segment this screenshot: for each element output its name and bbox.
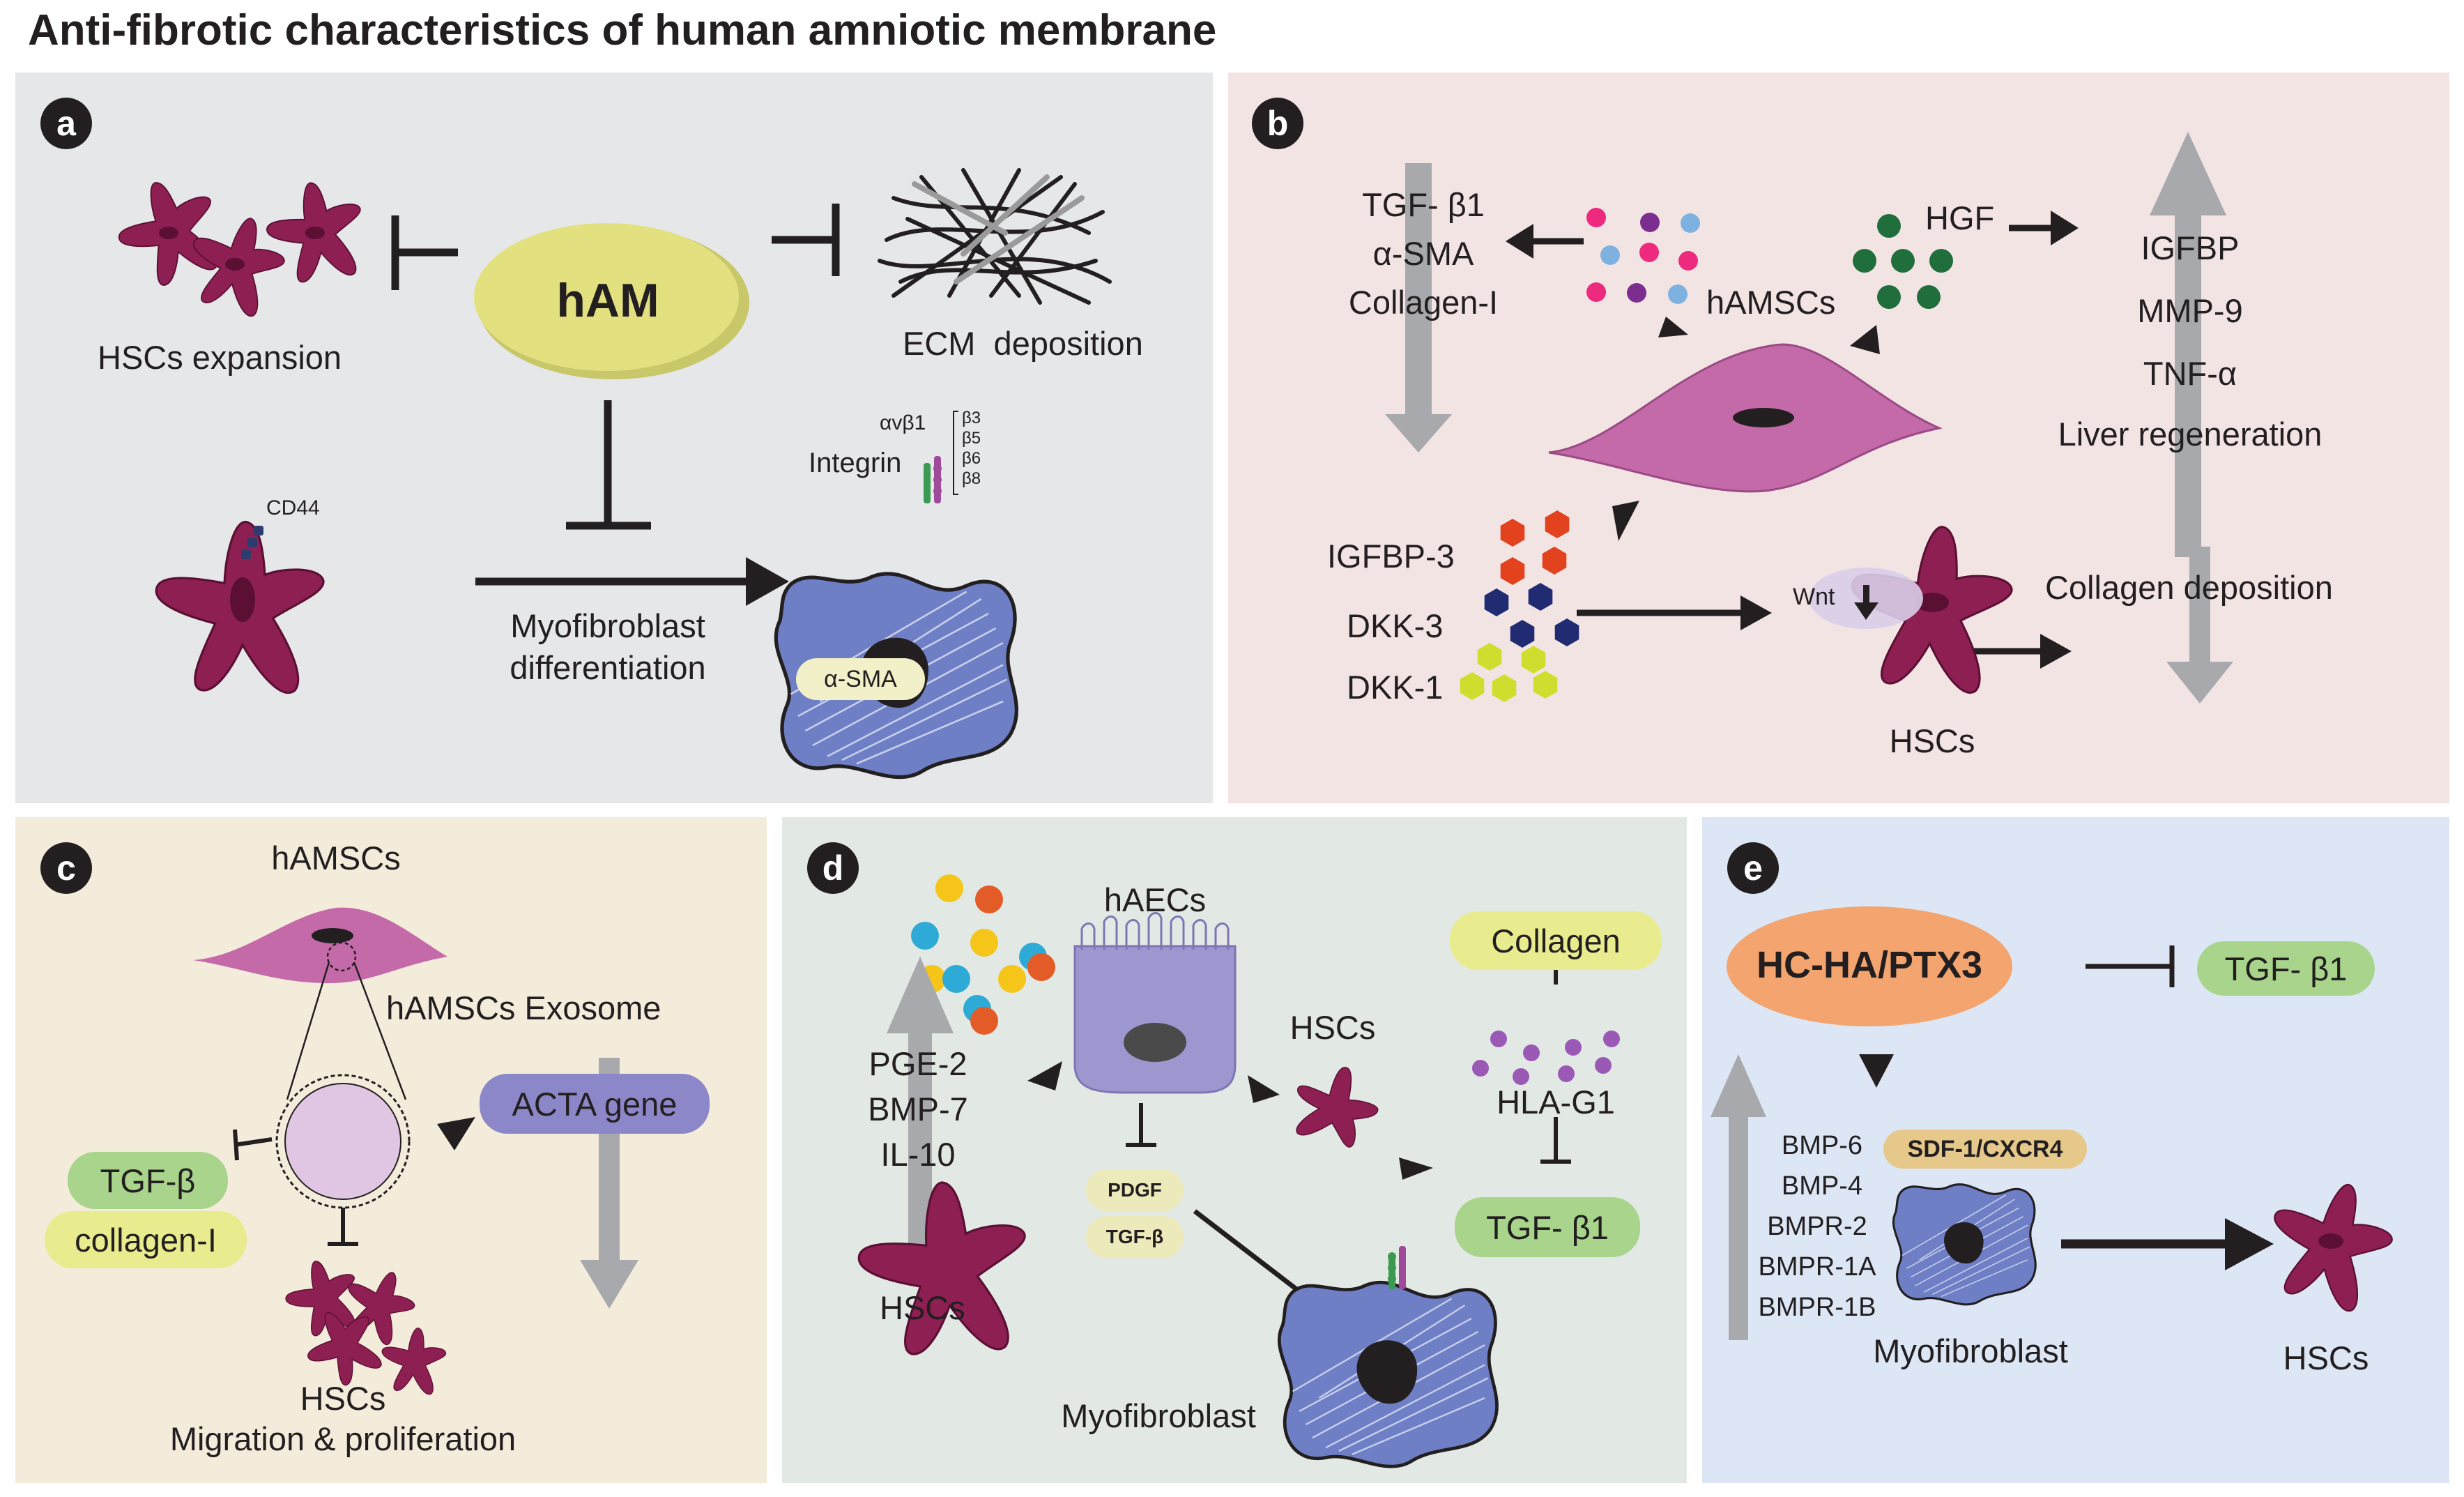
wnt-label: Wnt xyxy=(1793,584,1835,610)
integrin-label: Integrin xyxy=(809,448,902,478)
haecs-label: hAECs xyxy=(1103,881,1207,918)
hgf-label: HGF xyxy=(1925,199,1995,236)
bmpr1b-label: BMPR-1B xyxy=(1758,1293,1876,1322)
panel-e-graphics xyxy=(1711,906,2406,1340)
panel-badge: e xyxy=(1727,842,1779,894)
figure-title: Anti-fibrotic characteristics of human a… xyxy=(28,6,1217,54)
integrin-icon xyxy=(924,411,958,503)
collagen-i-pill: collagen-I xyxy=(45,1211,247,1268)
beta5-label: β5 xyxy=(962,429,981,448)
hamsc-cell-icon xyxy=(193,907,447,984)
mmp9-label: MMP-9 xyxy=(2137,292,2243,329)
collagen-i-label: Collagen-I xyxy=(1348,284,1499,321)
panel-badge: c xyxy=(40,842,92,894)
panel-badge: a xyxy=(40,98,92,149)
asma-pill: α-SMA xyxy=(796,658,925,700)
bmp6-label: BMP-6 xyxy=(1781,1131,1862,1160)
pge2-label: PGE-2 xyxy=(868,1045,967,1082)
il10-label: IL-10 xyxy=(880,1136,956,1173)
migration-label: Migration & proliferation xyxy=(169,1420,516,1457)
hc-ha-oval xyxy=(1727,906,2012,1026)
bmp7-label: BMP-7 xyxy=(868,1091,968,1127)
hscs-label: HSCs xyxy=(2283,1339,2369,1376)
dkk1-label: DKK-1 xyxy=(1347,669,1444,706)
hlag1-label: HLA-G1 xyxy=(1497,1084,1615,1120)
hscs-left-label: HSCs xyxy=(880,1289,965,1326)
panel-e: e HC-HA/PTX3 TGF- β1 BMP-6 BMP-4 BMPR-2 … xyxy=(1702,817,2449,1483)
panel-d-graphics xyxy=(857,874,1620,1483)
ham-ellipse xyxy=(474,223,739,371)
liver-regeneration-label: Liver regeneration xyxy=(2058,416,2323,453)
down-arrow-icon xyxy=(1385,163,1452,453)
myofibroblast-icon xyxy=(1892,1183,2037,1306)
panel-a: a hAM HSCs expansion ECM deposition CD44… xyxy=(15,73,1213,803)
panel-c-graphics xyxy=(193,907,638,1399)
collagen-deposition-label: Collagen deposition xyxy=(2045,569,2333,606)
panel-d: d hAECs PGE-2 BMP-7 IL-10 HSCs Collagen … xyxy=(782,817,1687,1483)
hscs-label: HSCs xyxy=(1889,722,1975,759)
beta6-label: β6 xyxy=(962,449,981,468)
bmpr1a-label: BMPR-1A xyxy=(1758,1252,1876,1282)
cd44-receptor-icon xyxy=(241,526,263,559)
up-arrow-icon xyxy=(1711,1054,1766,1340)
hamscs-label: hAMSCs xyxy=(1706,284,1836,321)
ham-label: hAM xyxy=(556,274,659,327)
pdgf-pill: PDGF xyxy=(1086,1169,1184,1211)
panel-b: b TGF- β1 α-SMA Collagen-I hAMSCs HGF IG… xyxy=(1228,73,2449,803)
myofibroblast-label: Myofibroblast xyxy=(1873,1332,2068,1369)
down-arrow-icon xyxy=(1854,585,1878,620)
hc-ha-label: HC-HA/PTX3 xyxy=(1756,944,1983,986)
haec-cell-icon xyxy=(1073,945,1237,1094)
ecm-deposition-label: ECM deposition xyxy=(903,325,1143,362)
up-arrow-icon xyxy=(2150,132,2226,557)
myofibroblast-label: Myofibroblast xyxy=(1061,1397,1256,1434)
integrin-icon xyxy=(1388,1246,1406,1289)
tgfb-pill: TGF-β xyxy=(68,1152,228,1209)
tgfb1-pill: TGF- β1 xyxy=(2197,941,2375,996)
panel-b-graphics xyxy=(1385,132,2233,704)
panel-c: c hAMSCs hAMSCs Exosome ACTA gene TGF-β … xyxy=(15,817,767,1483)
hamscs-label: hAMSCs xyxy=(271,839,401,876)
hscs-right-label: HSCs xyxy=(1290,1009,1376,1046)
down-arrow-icon xyxy=(2166,547,2233,704)
acta-gene-pill: ACTA gene xyxy=(480,1074,710,1134)
bmp4-label: BMP-4 xyxy=(1781,1171,1862,1201)
tgfb-small-pill: TGF-β xyxy=(1086,1216,1184,1258)
bmpr2-label: BMPR-2 xyxy=(1767,1212,1867,1241)
asma-label: α-SMA xyxy=(1372,235,1474,272)
beta3-label: β3 xyxy=(962,409,981,427)
hscs-label: HSCs xyxy=(300,1380,386,1417)
panel-a-graphics xyxy=(107,168,1112,803)
panel-badge: d xyxy=(807,842,859,894)
myofibroblast-icon xyxy=(1279,1282,1497,1466)
tgfb1-pill: TGF- β1 xyxy=(1455,1197,1640,1257)
igfbp-label: IGFBP xyxy=(2141,229,2240,266)
differentiation-label: differentiation xyxy=(510,649,706,686)
hsc-cell-icon xyxy=(1292,1063,1382,1150)
beta8-label: β8 xyxy=(962,469,981,488)
dkk3-label: DKK-3 xyxy=(1347,607,1444,644)
sdf-pill: SDF-1/CXCR4 xyxy=(1883,1130,2087,1169)
igfbp3-label: IGFBP-3 xyxy=(1327,538,1455,575)
exosome-icon xyxy=(284,1083,401,1200)
hsc-cell-icon xyxy=(857,1181,1026,1355)
panel-badge: b xyxy=(1252,98,1303,149)
collagen-pill: Collagen xyxy=(1450,911,1662,970)
myofibroblast-label: Myofibroblast xyxy=(510,607,705,644)
avb1-label: αvβ1 xyxy=(880,411,926,434)
hsc-expansion-label: HSCs expansion xyxy=(98,339,342,376)
ecm-fibers-icon xyxy=(878,168,1112,305)
tgfb1-label: TGF- β1 xyxy=(1362,186,1485,223)
tnfa-label: TNF-α xyxy=(2143,355,2237,392)
exosome-label: hAMSCs Exosome xyxy=(386,989,661,1026)
cd44-label: CD44 xyxy=(266,496,320,519)
